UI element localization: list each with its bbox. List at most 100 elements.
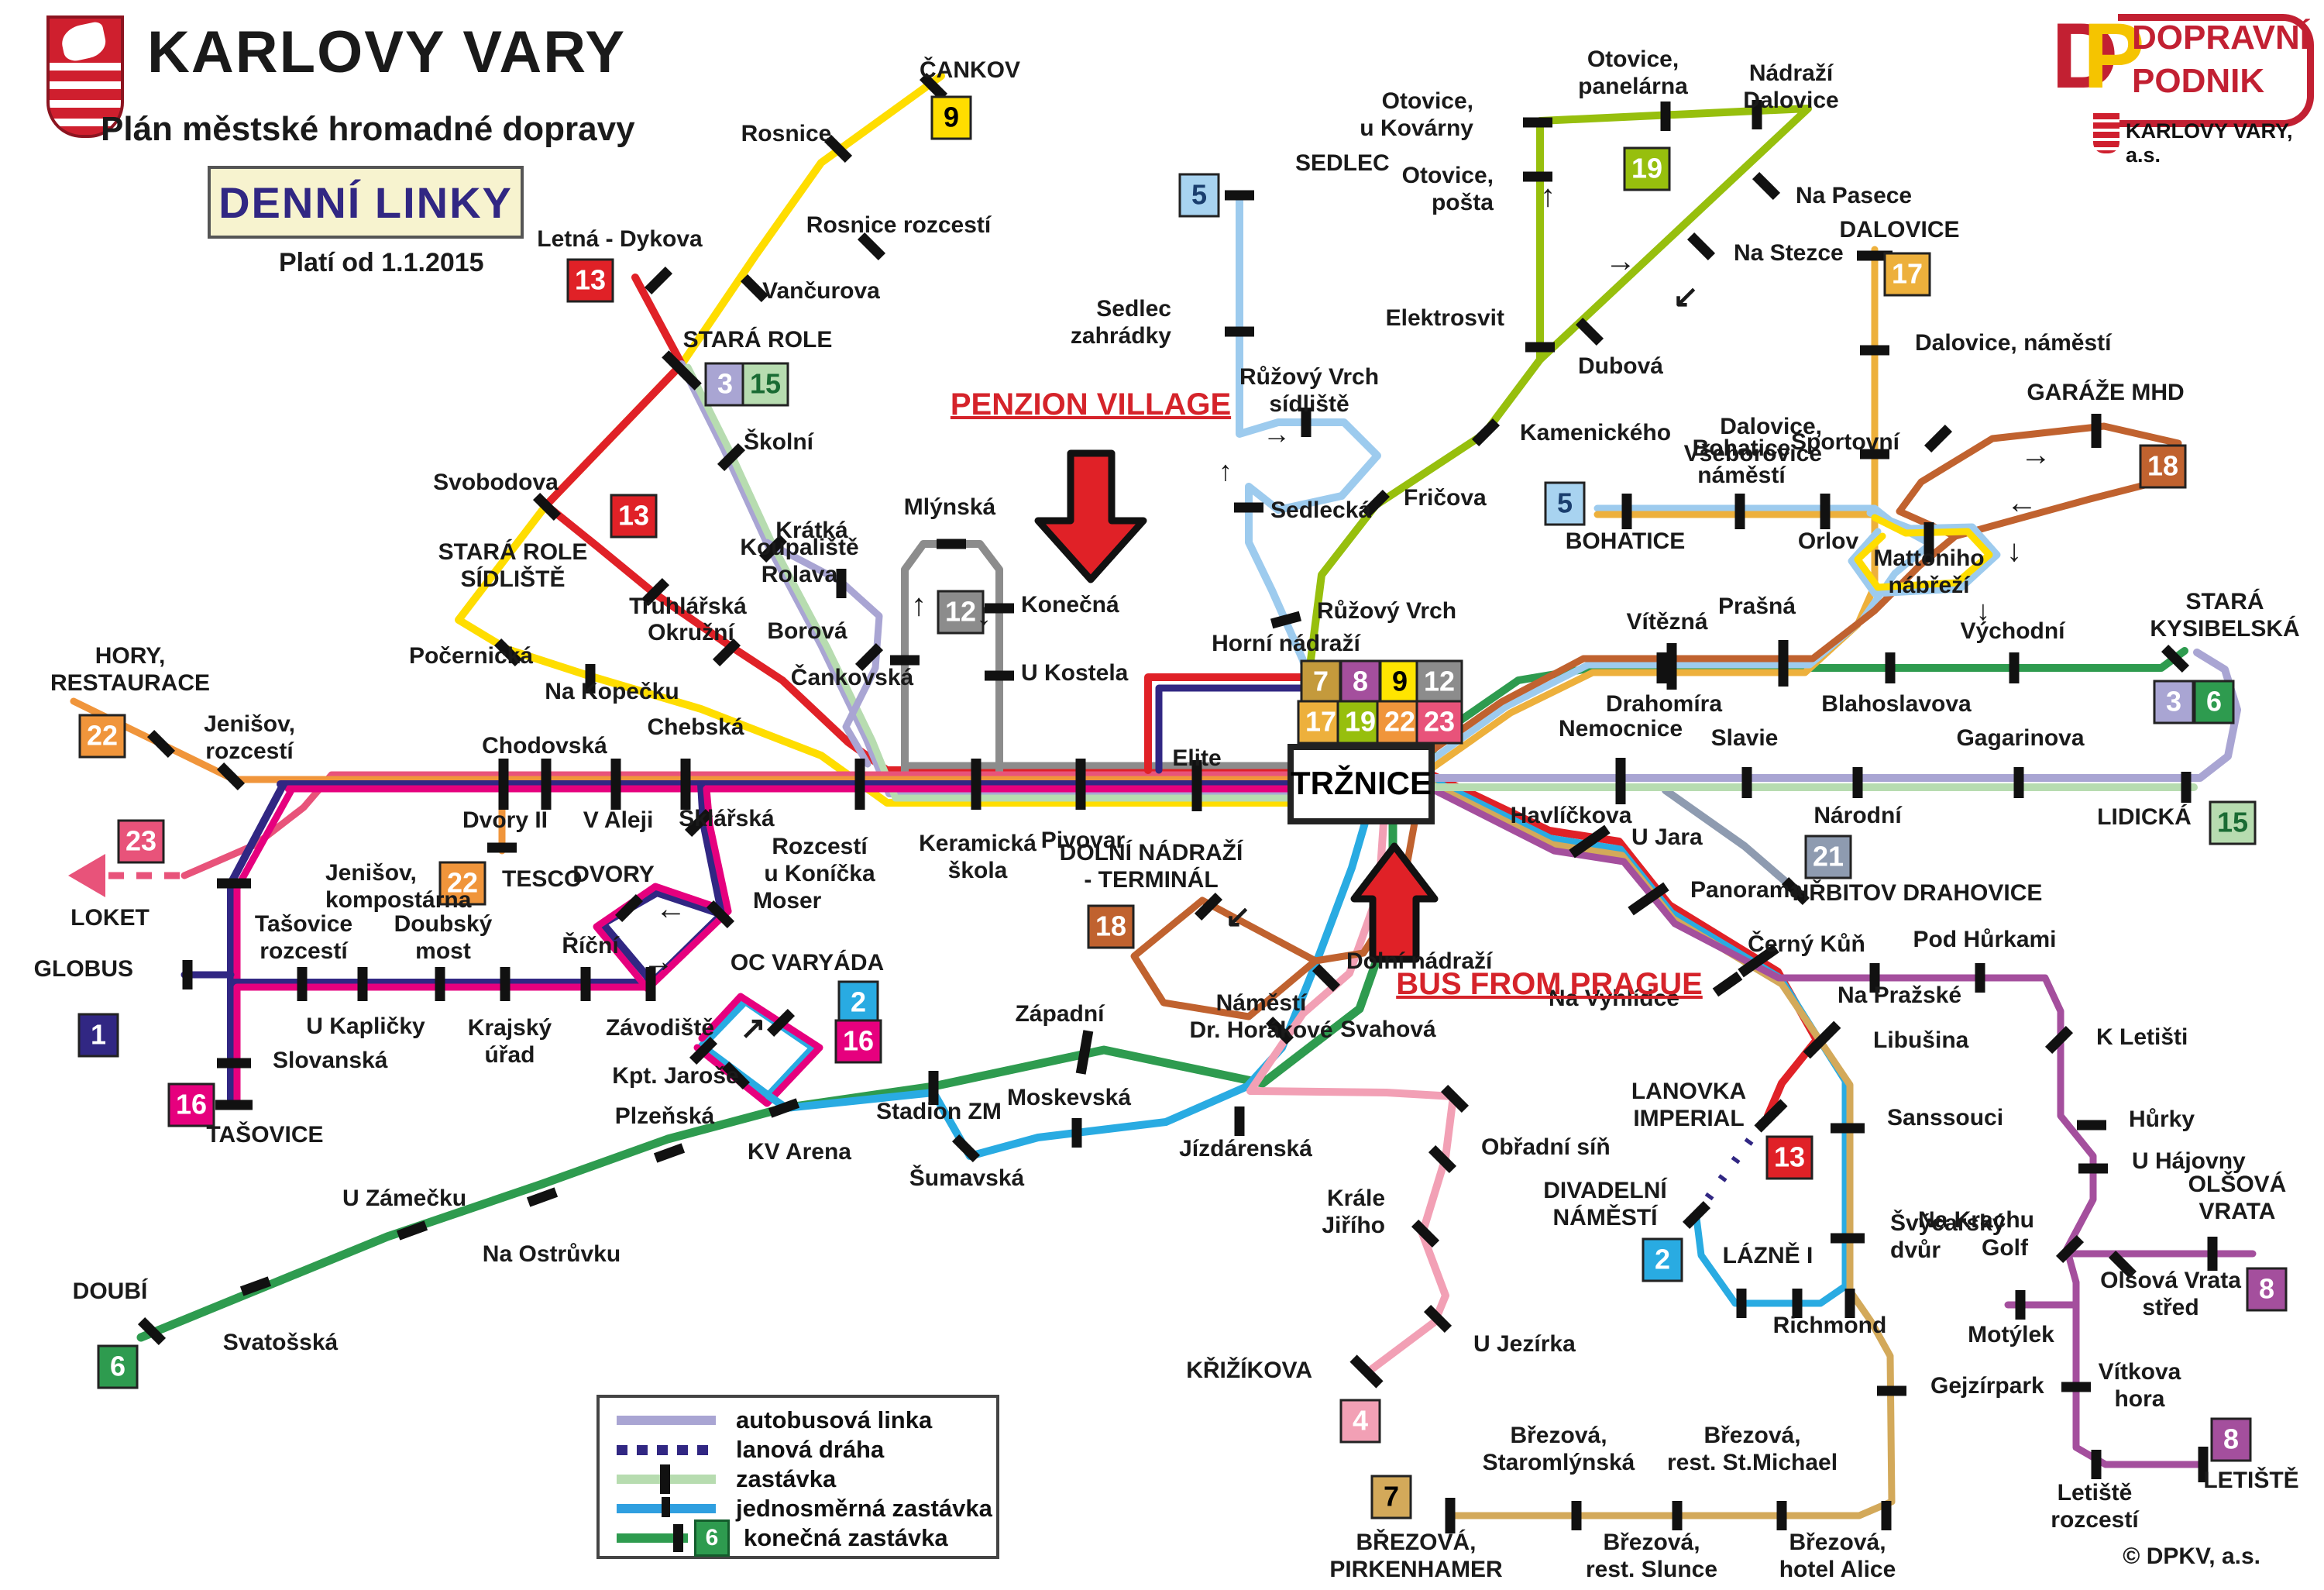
logo-line1: DOPRAVNÍ — [2132, 19, 2309, 57]
legend-row-bus-line: autobusová linka — [617, 1406, 996, 1435]
legend-label: autobusová linka — [736, 1406, 933, 1433]
stop-tick — [2077, 1120, 2106, 1131]
route-line-34 — [1428, 785, 2209, 1468]
stop-label: Fričova — [1404, 485, 1487, 511]
stop-tick — [1831, 1233, 1865, 1244]
direction-arrow-glyph: ← — [2006, 486, 2037, 520]
stop-tick — [1628, 882, 1669, 916]
route-chip-2: 2 — [837, 980, 879, 1025]
route-chip-23: 23 — [117, 819, 165, 864]
direction-arrow-glyph: ↓ — [1976, 594, 1990, 626]
cable-car-swatch-icon — [617, 1444, 716, 1455]
stop-label: Na Pasece — [1796, 183, 1912, 208]
route-line-48 — [1536, 105, 1812, 363]
stop-label: Svobodova — [433, 470, 559, 495]
chip-number: 8 — [2259, 1273, 2274, 1305]
direction-arrow-glyph: → — [1263, 418, 1291, 449]
dp-monogram: DP — [2051, 4, 2145, 108]
stop-tick — [610, 759, 621, 810]
stop-label: Konečná — [1021, 592, 1119, 618]
stop-tick — [1225, 190, 1254, 201]
stop-tick — [1792, 1289, 1803, 1318]
stop-tick — [768, 1098, 800, 1118]
stop-label: Dolní nádraží — [1346, 948, 1494, 974]
stop-tick — [217, 878, 251, 889]
stop-label: Na Ostrůvku — [483, 1241, 621, 1267]
direction-arrow-glyph: ↓ — [976, 597, 992, 632]
stop-tick — [215, 1100, 253, 1110]
route-chip-15: 15 — [2209, 800, 2257, 845]
stop-tick — [1844, 1289, 1855, 1318]
chip-number: 9 — [944, 102, 959, 133]
stop-tick — [1525, 342, 1555, 353]
direction-arrow-glyph: ← — [655, 892, 686, 926]
stop-tick — [1712, 971, 1743, 997]
route-chip-9: 9 — [930, 95, 972, 140]
route-chip-8: 8 — [2246, 1267, 2288, 1312]
route-chip-17: 17 — [1297, 700, 1345, 745]
stop-tick — [1682, 1200, 1711, 1230]
stop-label: Kpt. Jaroše — [612, 1063, 738, 1089]
chip-number: 18 — [1095, 910, 1126, 942]
stop-tick — [2015, 1290, 2026, 1320]
stop-tick — [216, 762, 246, 791]
route-chip-15: 15 — [741, 362, 789, 407]
stop-label: Otovice,pošta — [1402, 163, 1494, 215]
stop-label: Na Stezce — [1734, 240, 1844, 266]
stop-label: GARÁŽE MHD — [2027, 379, 2184, 405]
stop-swatch-icon — [617, 1464, 716, 1494]
stop-tick — [1656, 652, 1667, 683]
route-chip-5: 5 — [1178, 173, 1220, 218]
stop-tick — [1301, 408, 1312, 437]
stop-tick — [1734, 494, 1745, 529]
stop-tick — [498, 759, 509, 810]
chip-number: 3 — [2166, 686, 2181, 718]
stop-tick — [937, 539, 966, 549]
stop-label: Počernická — [409, 643, 533, 669]
stop-label: U Jara — [1631, 824, 1703, 850]
stop-label: Čankovská — [791, 664, 914, 690]
chip-number: 21 — [1813, 841, 1844, 872]
stop-tick — [435, 967, 445, 1001]
stop-label: KV Arena — [748, 1139, 851, 1165]
stop-label: Richmond — [1773, 1313, 1887, 1338]
stop-label: Kamenického — [1520, 420, 1671, 446]
direction-arrow-glyph: ↙ — [1673, 280, 1699, 314]
stop-tick — [1741, 767, 1752, 798]
stop-label: Havlíčkova — [1511, 803, 1632, 828]
stop-tick — [182, 960, 193, 989]
chip-number: 18 — [2147, 450, 2178, 482]
stop-tick — [712, 638, 741, 667]
chip-number: 8 — [1353, 666, 1368, 697]
stop-tick — [689, 1036, 718, 1065]
stop-label: Moskevská — [1007, 1085, 1131, 1110]
stop-label: HŘBITOV DRAHOVICE — [1793, 879, 2043, 906]
stop-tick — [890, 655, 920, 666]
day-lines-badge: DENNÍ LINKY — [208, 166, 524, 239]
stop-tick — [854, 642, 884, 672]
stop-tick — [1672, 1501, 1683, 1530]
stop-tick — [487, 842, 517, 853]
stop-label: U Kapličky — [306, 1014, 425, 1039]
stop-tick — [1975, 963, 1985, 993]
stop-label: Sportovní — [1791, 429, 1901, 455]
route-chip-1: 1 — [77, 1013, 119, 1058]
stop-tick — [1803, 1020, 1841, 1059]
stop-label: Svahová — [1340, 1017, 1436, 1042]
direction-arrow-glyph: ↑ — [911, 588, 927, 622]
direction-arrow-glyph: → — [2020, 438, 2051, 472]
stop-tick — [1428, 1144, 1457, 1174]
stop-label: Jenišov,kompostárna — [325, 860, 472, 913]
stop-label: HORY,RESTAURACE — [50, 643, 210, 696]
stop-label: Gejzírpark — [1930, 1373, 2044, 1399]
chip-number: 12 — [1424, 666, 1455, 697]
chip-number: 23 — [125, 825, 156, 857]
stop-label: Okružní — [648, 620, 735, 645]
